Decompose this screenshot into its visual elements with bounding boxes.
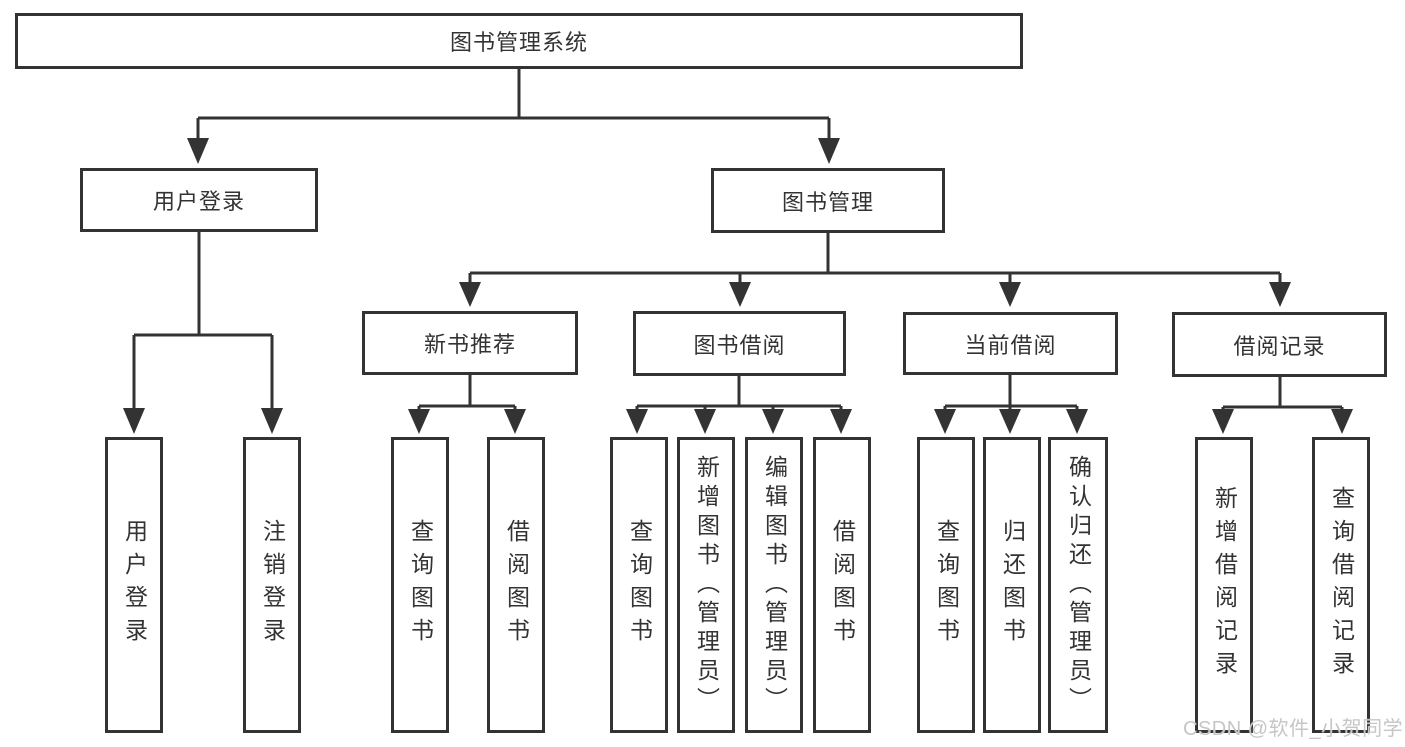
leaf-label: 新增图书（管理员）	[693, 454, 720, 716]
leaf-label: 查询借阅记录	[1328, 486, 1355, 684]
node-current-borrow: 当前借阅	[903, 312, 1118, 375]
leaf-label: 注销登录	[259, 519, 286, 651]
leaf-logout-login: 注销登录	[243, 437, 301, 733]
node-label: 图书管理系统	[449, 30, 588, 55]
arrowhead-icons	[123, 138, 1353, 434]
node-label: 图书借阅	[693, 332, 786, 358]
leaf-query-books-recommend: 查询图书	[391, 437, 449, 733]
node-label: 当前借阅	[964, 332, 1057, 358]
leaf-label: 查询图书	[407, 519, 434, 651]
leaf-label: 借阅图书	[829, 519, 856, 651]
node-new-book-recommend: 新书推荐	[362, 311, 578, 375]
csdn-watermark: CSDN @软件_小贺同学	[1183, 718, 1404, 740]
node-book-management: 图书管理	[711, 168, 945, 233]
leaf-label: 确认归还（管理员）	[1065, 454, 1092, 716]
leaf-user-login: 用户登录	[105, 437, 163, 733]
node-library-system: 图书管理系统	[15, 13, 1023, 69]
leaf-confirm-return-admin: 确认归还（管理员）	[1048, 437, 1108, 733]
leaf-label: 编辑图书（管理员）	[761, 454, 788, 716]
node-label: 新书推荐	[423, 332, 516, 357]
leaf-label: 查询图书	[933, 519, 960, 651]
leaf-return-books: 归还图书	[983, 437, 1041, 733]
leaf-add-books-admin: 新增图书（管理员）	[677, 437, 735, 733]
node-label: 图书管理	[781, 189, 874, 215]
node-label: 借阅记录	[1233, 333, 1326, 359]
leaf-borrow-books: 借阅图书	[813, 437, 871, 733]
node-borrow-records: 借阅记录	[1172, 312, 1387, 377]
leaf-query-books-borrow: 查询图书	[610, 437, 668, 733]
node-user-login: 用户登录	[80, 168, 318, 232]
leaf-label: 归还图书	[999, 519, 1026, 651]
leaf-add-borrow-record: 新增借阅记录	[1195, 437, 1253, 733]
leaf-query-borrow-record: 查询借阅记录	[1312, 437, 1370, 733]
leaf-label: 查询图书	[626, 519, 653, 651]
leaf-borrow-books-recommend: 借阅图书	[487, 437, 545, 733]
leaf-label: 借阅图书	[503, 519, 530, 651]
leaf-label: 新增借阅记录	[1211, 486, 1238, 684]
leaf-edit-books-admin: 编辑图书（管理员）	[745, 437, 803, 733]
node-book-borrow: 图书借阅	[633, 311, 846, 376]
leaf-query-books-current: 查询图书	[917, 437, 975, 733]
leaf-label: 用户登录	[121, 519, 148, 651]
node-label: 用户登录	[152, 189, 245, 214]
